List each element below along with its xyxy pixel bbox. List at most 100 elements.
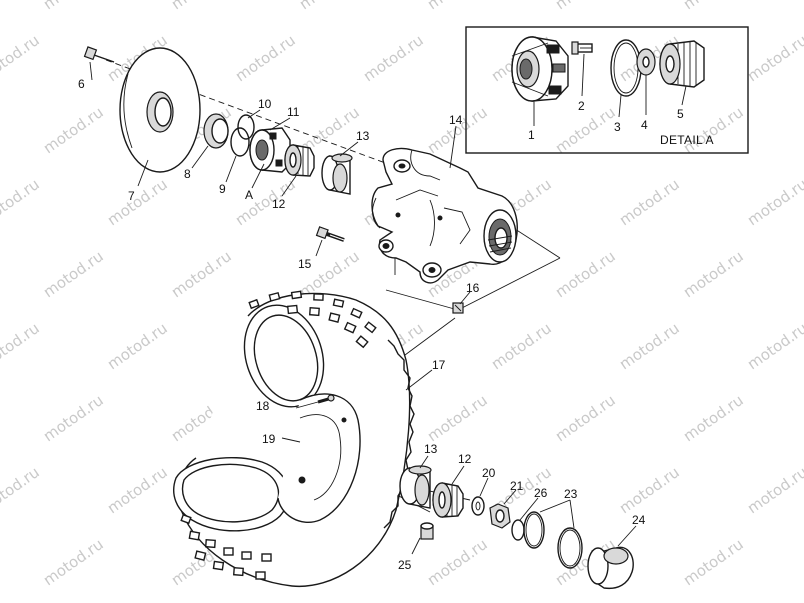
part-16-grease-fitting [452, 302, 464, 314]
watermark-text: motod.ru [488, 319, 555, 373]
watermark-text: motod.ru [552, 391, 619, 445]
watermark-text: motod.ru [744, 175, 804, 229]
part-20-washer [471, 496, 485, 516]
watermark-text: motod.ru [424, 391, 491, 445]
watermark-text: motod.ru [40, 103, 107, 157]
part-number-labels: 6 7 8 9 10 11 A 12 13 14 15 16 17 18 19 … [78, 77, 684, 572]
part-18-valve-marker [295, 401, 319, 409]
watermark-text: motod.ru [424, 535, 491, 589]
label-callout-a: A [245, 188, 253, 202]
watermark-text: motod.ru [0, 319, 43, 373]
watermark-text: motod.ru [232, 31, 299, 85]
label-part-6: 6 [78, 77, 85, 91]
part-13-race-lower [399, 465, 432, 509]
watermark-text: motod.ru [40, 247, 107, 301]
part-21-nut [489, 503, 511, 529]
watermark-text: motod.ru [744, 463, 804, 517]
part-17-tire-and-wheel [173, 290, 415, 588]
label-part-12-upper: 12 [272, 197, 286, 211]
detail-roller-cage [659, 40, 705, 88]
watermark-text: motod.ru [552, 103, 619, 157]
watermark-text: motod.ru [552, 0, 619, 13]
watermark-text: motod.ru [680, 535, 747, 589]
watermark-text: motod.ru [40, 0, 107, 13]
watermark-text: motod.ru [232, 175, 299, 229]
label-part-13-lower: 13 [424, 442, 438, 456]
watermark-text: motod.ru [40, 391, 107, 445]
watermark-text: motod.ru [424, 0, 491, 13]
part-12-bearing-lower [432, 482, 464, 518]
detail-a-frame [465, 26, 749, 154]
label-part-12-lower: 12 [458, 452, 472, 466]
watermark-text: motod.ru [616, 319, 683, 373]
part-12-bearing-upper [284, 144, 315, 177]
detail-washer [636, 48, 656, 76]
part-23-retainer-rings [523, 511, 583, 569]
label-part-19: 19 [262, 432, 276, 446]
label-detail-part-5: 5 [677, 107, 684, 121]
leader-lines [89, 61, 637, 555]
label-part-14: 14 [449, 113, 463, 127]
watermark-text: motod.ru [104, 319, 171, 373]
watermark-text: motod.ru [616, 175, 683, 229]
label-part-24: 24 [632, 513, 646, 527]
detail-clutch-body [511, 36, 569, 102]
part-11-clutch-assembly [249, 127, 291, 173]
label-detail-part-4: 4 [641, 118, 648, 132]
watermark-text: motod.ru [40, 535, 107, 589]
label-part-25: 25 [398, 558, 412, 572]
label-part-8: 8 [184, 167, 191, 181]
watermark-text: motod.ru [744, 31, 804, 85]
part-13-race-upper [321, 153, 353, 195]
label-part-21: 21 [510, 479, 524, 493]
watermark-text: motod.ru [0, 463, 43, 517]
label-part-20: 20 [482, 466, 496, 480]
part-25-lug-nut [420, 522, 434, 540]
watermark-text: motod.ru [168, 0, 235, 13]
label-part-18: 18 [256, 399, 270, 413]
part-10-snap-ring [237, 114, 255, 140]
label-part-23: 23 [564, 487, 578, 501]
part-7-brake-disc [119, 47, 201, 173]
label-detail-part-1: 1 [528, 128, 535, 142]
watermark-text: motod.ru [552, 247, 619, 301]
label-detail-part-2: 2 [578, 99, 585, 113]
label-part-26: 26 [534, 486, 548, 500]
label-part-16: 16 [466, 281, 480, 295]
watermark-text: motod.ru [424, 103, 491, 157]
part-24-hub-cap [587, 546, 634, 590]
watermark-text: motod.ru [680, 247, 747, 301]
watermark-text: motod.ru [616, 463, 683, 517]
watermark-text: motod.ru [744, 319, 804, 373]
watermark-text: motod.ru [680, 391, 747, 445]
part-19-rim-marker [281, 437, 301, 443]
part-9-snap-ring [230, 127, 250, 157]
label-part-17: 17 [432, 358, 446, 372]
watermark-text: motod.ru [680, 103, 747, 157]
part-8-seal [203, 113, 229, 149]
label-part-11: 11 [287, 105, 300, 119]
label-part-9: 9 [219, 182, 226, 196]
detail-a-box: DETAIL A [465, 26, 749, 154]
detail-a-caption: DETAIL A [660, 133, 714, 147]
watermark-text: motod.ru [0, 175, 43, 229]
label-part-13-upper: 13 [356, 129, 370, 143]
watermark-text: motod.ru [296, 0, 363, 13]
watermark-text: motod.ru [360, 31, 427, 85]
tire-tread-lugs [180, 290, 377, 580]
part-26-o-ring [511, 519, 525, 541]
detail-pin [571, 41, 593, 55]
watermark-text: motod.ru [680, 0, 747, 13]
part-14-hub-knuckle [371, 147, 518, 284]
label-detail-part-3: 3 [614, 120, 621, 134]
watermark-text: motod.ru [0, 31, 43, 85]
watermark-text: motod.ru [168, 247, 235, 301]
part-6-bolt [83, 46, 115, 63]
watermark-text: motod.ru [104, 175, 171, 229]
label-part-15: 15 [298, 257, 312, 271]
label-part-7: 7 [128, 189, 135, 203]
label-part-10: 10 [258, 97, 272, 111]
watermark-text: motod.ru [104, 463, 171, 517]
